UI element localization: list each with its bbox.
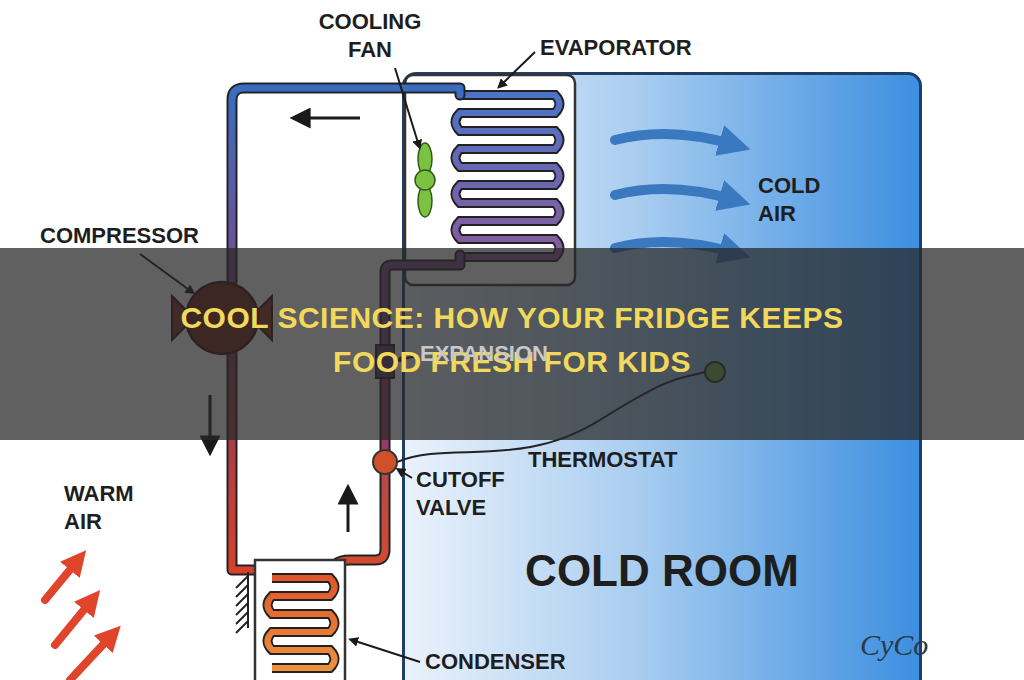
part-label: CONDENSER [425, 648, 605, 676]
condenser-housing [255, 560, 345, 680]
condenser-coil [268, 578, 335, 668]
cooling-fan [415, 143, 435, 217]
part-label: THERMOSTAT [528, 446, 708, 474]
part-label: CUTOFF VALVE [416, 466, 526, 521]
part-label: EVAPORATOR [540, 34, 730, 62]
watermark: CyCo [860, 626, 1020, 664]
node-label: COLD ROOM [525, 543, 799, 598]
evaporator-coil [456, 95, 560, 257]
warm-air-arrows [45, 560, 112, 680]
page-title: COOL SCIENCE: HOW YOUR FRIDGE KEEPS FOOD… [142, 296, 882, 383]
air-label: COLD AIR [758, 172, 840, 227]
cold-air-arrows [615, 134, 735, 253]
mount-bracket [236, 572, 248, 633]
cutoff-valve [373, 450, 397, 474]
part-label: COMPRESSOR [40, 222, 230, 250]
part-label: EXPANSION [420, 340, 560, 368]
part-label: COOLING FAN [305, 8, 435, 63]
title-band [0, 248, 1024, 440]
air-label: WARM AIR [64, 480, 158, 535]
